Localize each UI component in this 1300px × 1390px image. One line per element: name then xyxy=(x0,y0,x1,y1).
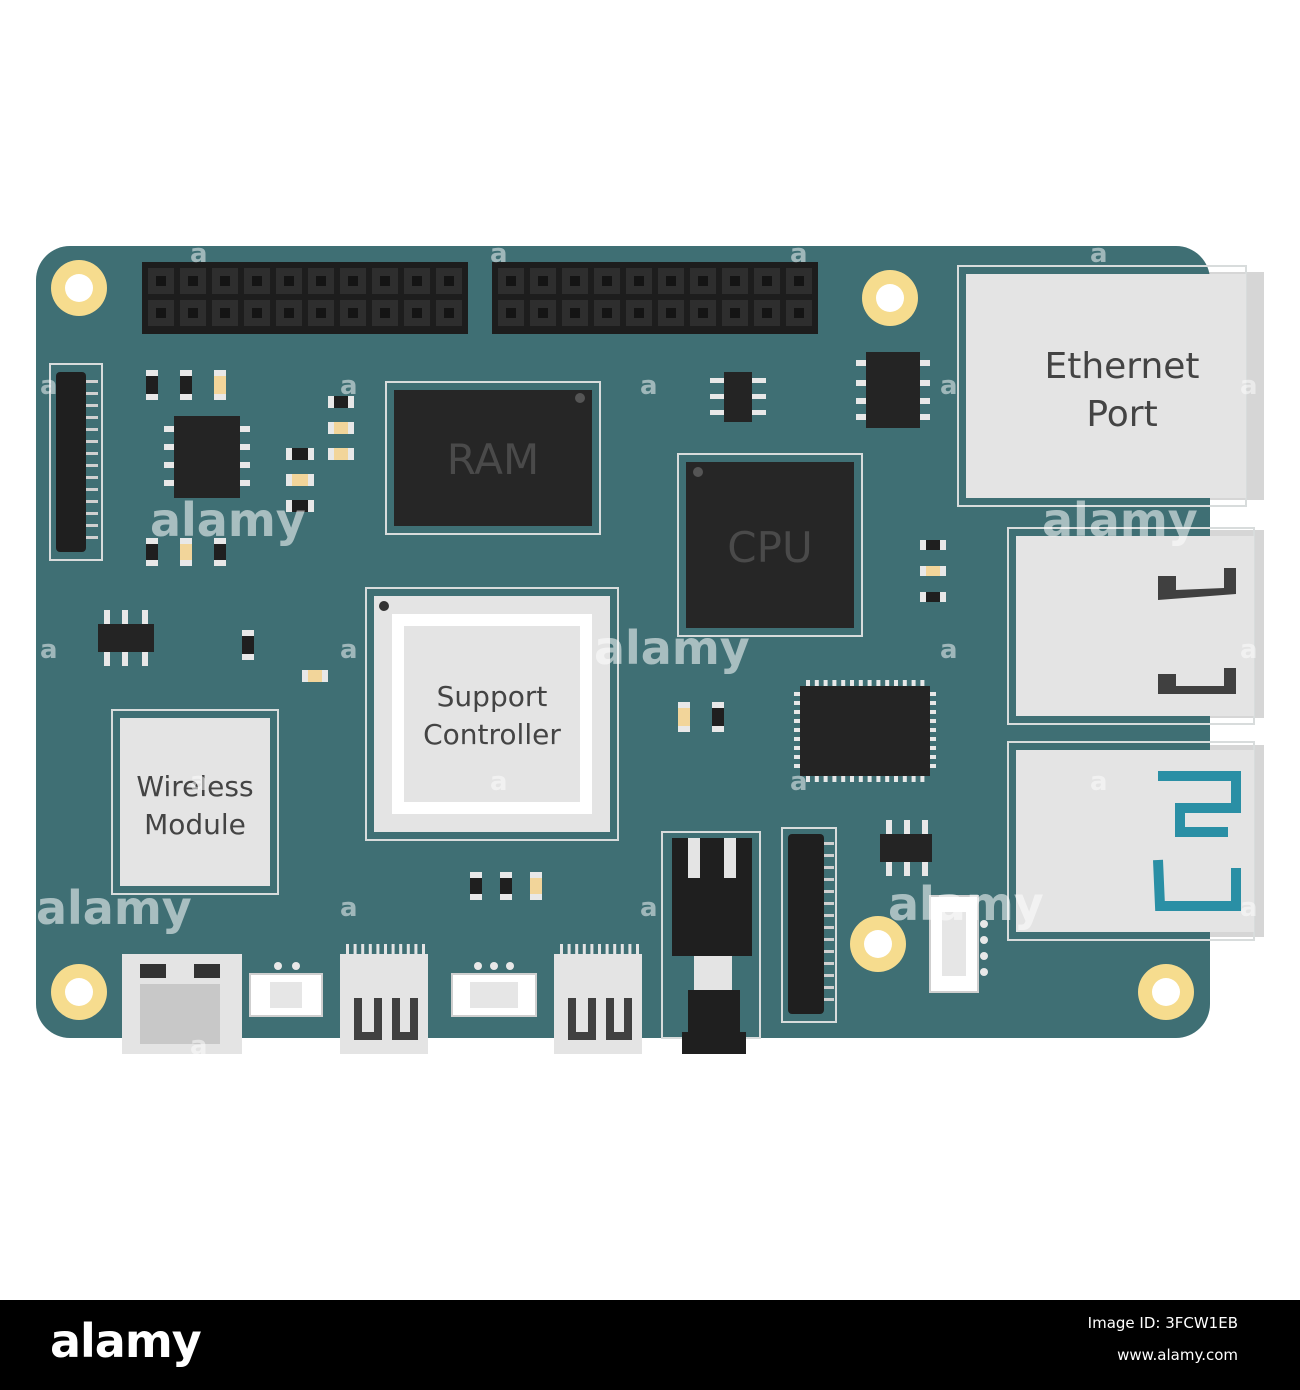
wireless-module-label-line2: Module xyxy=(144,808,246,841)
ram-label: RAM xyxy=(447,435,539,484)
watermark-mark: a xyxy=(340,635,358,665)
watermark-mark: a xyxy=(340,893,358,923)
ethernet-label-line2: Port xyxy=(1086,394,1157,435)
footer-url: www.alamy.com xyxy=(1117,1346,1238,1364)
small-components-top-left xyxy=(146,370,354,566)
ethernet-port xyxy=(957,265,1247,507)
watermark-mark: a xyxy=(340,371,358,401)
usb3-slot-icon xyxy=(1158,771,1241,837)
small-components-bottom xyxy=(470,872,542,900)
watermark-text: alamy xyxy=(1042,493,1198,547)
mounting-holes xyxy=(51,260,1194,1020)
chip-small-top-left xyxy=(174,416,240,498)
watermark-mark: a xyxy=(490,767,508,797)
small-ic-left-middle xyxy=(98,610,328,682)
watermark-mark: a xyxy=(940,371,958,401)
usb2-port-stack xyxy=(1007,527,1255,725)
cpu-chip xyxy=(677,453,863,637)
usb-slot-icon xyxy=(1158,568,1236,600)
watermark-mark: a xyxy=(1090,239,1108,269)
wireless-module-label-line1: Wireless xyxy=(136,770,253,803)
micro-hdmi-port-left xyxy=(340,944,428,1054)
board-illustration: RAM CPU Ethernet Port Support Controller… xyxy=(36,239,1264,1061)
eeprom-chip xyxy=(856,352,930,428)
watermark-mark: a xyxy=(490,1031,508,1061)
ethernet-label-line1: Ethernet xyxy=(1044,346,1199,387)
usb-controller-chip xyxy=(794,680,936,782)
watermark-mark: a xyxy=(190,767,208,797)
cpu-label: CPU xyxy=(727,523,812,572)
usb-c-power-port xyxy=(122,954,242,1054)
watermark-mark: a xyxy=(640,371,658,401)
watermark-mark: a xyxy=(1090,767,1108,797)
wireless-module xyxy=(111,709,279,895)
small-jst-connector-right xyxy=(929,895,988,993)
micro-hdmi-port-right xyxy=(554,944,642,1054)
watermark-mark: a xyxy=(790,1031,808,1061)
watermark-mark: a xyxy=(1240,635,1258,665)
support-controller-label-line2: Controller xyxy=(423,718,561,751)
display-connector-left xyxy=(49,363,103,561)
watermark-text: alamy xyxy=(594,621,750,675)
fan-connector-left xyxy=(249,962,323,1017)
watermark-mark: a xyxy=(490,239,508,269)
small-components-right xyxy=(920,540,946,602)
watermark-mark: a xyxy=(40,371,58,401)
watermark-mark: a xyxy=(1090,1031,1108,1061)
watermark-mark: a xyxy=(790,239,808,269)
small-ic-top-middle xyxy=(710,372,766,422)
stock-footer-bar: alamy Image ID: 3FCW1EB www.alamy.com xyxy=(0,1300,1300,1390)
footer-image-id: Image ID: 3FCW1EB xyxy=(1087,1314,1238,1332)
footer-logo: alamy xyxy=(50,1314,202,1368)
support-controller-chip xyxy=(365,587,619,841)
watermark-mark: a xyxy=(1240,371,1258,401)
ram-chip xyxy=(385,381,601,535)
small-components-center xyxy=(678,702,724,732)
audio-jack xyxy=(661,831,761,1054)
watermark-text: alamy xyxy=(888,877,1044,931)
watermark-mark: a xyxy=(790,767,808,797)
usb3-slot-icon xyxy=(1153,859,1241,911)
usb3-port-stack xyxy=(1007,741,1255,941)
watermarks: alamy alamy alamy alamy alamy xyxy=(36,493,1198,935)
watermark-mark: a xyxy=(1240,893,1258,923)
watermark-mark: a xyxy=(40,635,58,665)
gpio-pins xyxy=(148,268,812,326)
camera-connector xyxy=(781,827,837,1023)
watermark-small-marks: a a a a a a a a a a a a a a a a a a a a … xyxy=(40,239,1258,1061)
small-ic-bottom-right xyxy=(880,820,932,876)
watermark-text: alamy xyxy=(36,881,192,935)
watermark-mark: a xyxy=(190,1031,208,1061)
watermark-mark: a xyxy=(640,893,658,923)
fan-connector-middle xyxy=(451,962,537,1017)
usb-slot-icon xyxy=(1158,668,1236,694)
watermark-text: alamy xyxy=(150,493,306,547)
support-controller-label-line1: Support xyxy=(437,680,548,713)
watermark-mark: a xyxy=(190,239,208,269)
watermark-mark: a xyxy=(940,635,958,665)
